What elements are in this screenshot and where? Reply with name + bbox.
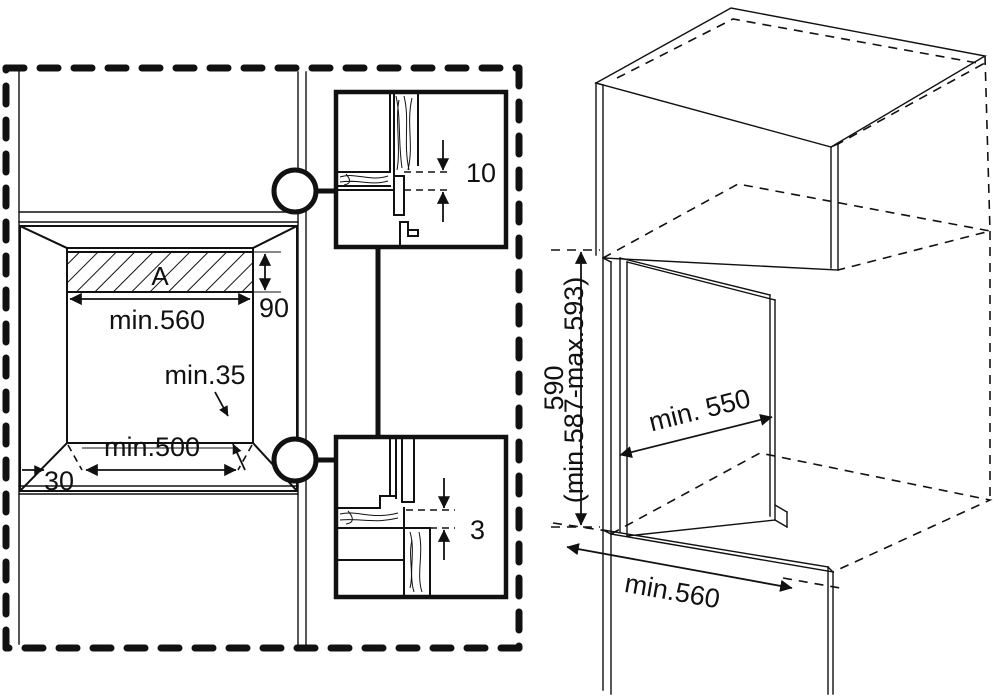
wood-grain-horizontal-bottom	[339, 510, 399, 525]
dim-label-3: 3	[470, 515, 485, 545]
dim-label-30: 30	[44, 466, 74, 496]
detail-callout-top: 10	[333, 89, 509, 250]
detail-box-top-frame	[333, 89, 509, 250]
niche-bottom-reference-lines	[67, 444, 253, 471]
iso-upper-box	[594, 7, 991, 271]
dim-rear-clearance-35: min.35	[164, 360, 246, 471]
dim-arrow-550	[619, 413, 773, 459]
wood-grain-vertical-bottom	[409, 531, 423, 593]
iso-middle-cavity	[602, 257, 788, 537]
dim-niche-depth-500: min.500	[85, 432, 237, 477]
dim-label-90: 90	[259, 293, 289, 323]
detail-callout-bottom: 3	[333, 434, 509, 600]
callout-circle-top	[271, 167, 341, 215]
dim-label-560: min.560	[109, 305, 205, 335]
wall-boundary-dashed	[2, 64, 523, 652]
dim-label-590-tolerance: (min.587-max.593)	[559, 277, 589, 504]
dim-top-panel-height-90: 90	[253, 251, 289, 323]
wood-grain-vertical-top	[395, 95, 413, 171]
wood-grain-horizontal-top	[339, 173, 389, 186]
dim-detail-top-10: 10	[404, 140, 496, 222]
callout-ring-top	[271, 167, 319, 215]
hatch-fill-area	[66, 251, 254, 293]
cavity-label-A: A	[151, 261, 169, 291]
detail-bottom-internals	[337, 438, 431, 596]
front-view-group: A 90 min.560 min.35	[2, 64, 523, 652]
detail-top-internals	[337, 93, 419, 246]
dim-detail-bottom-3: 3	[406, 478, 485, 560]
dim-label-500: min.500	[104, 432, 200, 462]
callout-ring-bottom	[271, 436, 319, 484]
dim-arrow-iso-560	[566, 543, 793, 592]
dim-label-590: 590	[539, 365, 569, 410]
dim-niche-width-560: min.560	[69, 292, 251, 335]
hatched-panel-A: A	[66, 247, 254, 293]
dim-leader-35	[214, 391, 229, 417]
dim-label-35: min.35	[164, 360, 245, 390]
cabinet-horizontal-panels	[18, 211, 299, 495]
dim-label-10: 10	[466, 158, 496, 188]
detail-box-bottom-frame	[333, 434, 509, 600]
dim-side-offset-30: 30	[22, 465, 74, 496]
dim-iso-height-590: 590 (min.587-max.593)	[539, 249, 600, 528]
